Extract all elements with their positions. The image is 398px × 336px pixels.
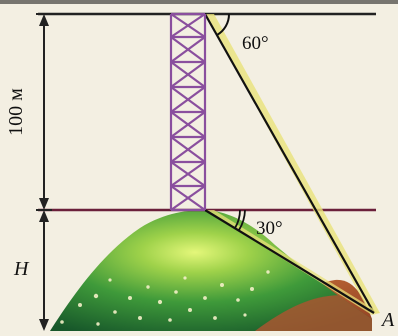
angle-bottom-label: 30° [256, 218, 283, 239]
angle-arc-top [216, 13, 231, 36]
tower-height-dimension [36, 13, 52, 211]
hill-flowers [60, 270, 372, 331]
hill-height-dimension [39, 210, 49, 331]
sight-line-top-band [205, 14, 380, 313]
point-a-label: A [380, 309, 395, 331]
hill-height-label: H [13, 258, 30, 280]
hill [50, 210, 372, 331]
angle-arc-bottom-outer [238, 209, 246, 231]
cropped-text-strip [0, 0, 398, 4]
angle-top-label: 60° [242, 33, 269, 54]
tower [169, 12, 207, 212]
sight-line-bottom [204, 209, 375, 314]
sight-line-top [204, 13, 375, 314]
tower-height-label: 100 м [5, 88, 27, 136]
angle-arc-bottom-inner [234, 209, 241, 229]
